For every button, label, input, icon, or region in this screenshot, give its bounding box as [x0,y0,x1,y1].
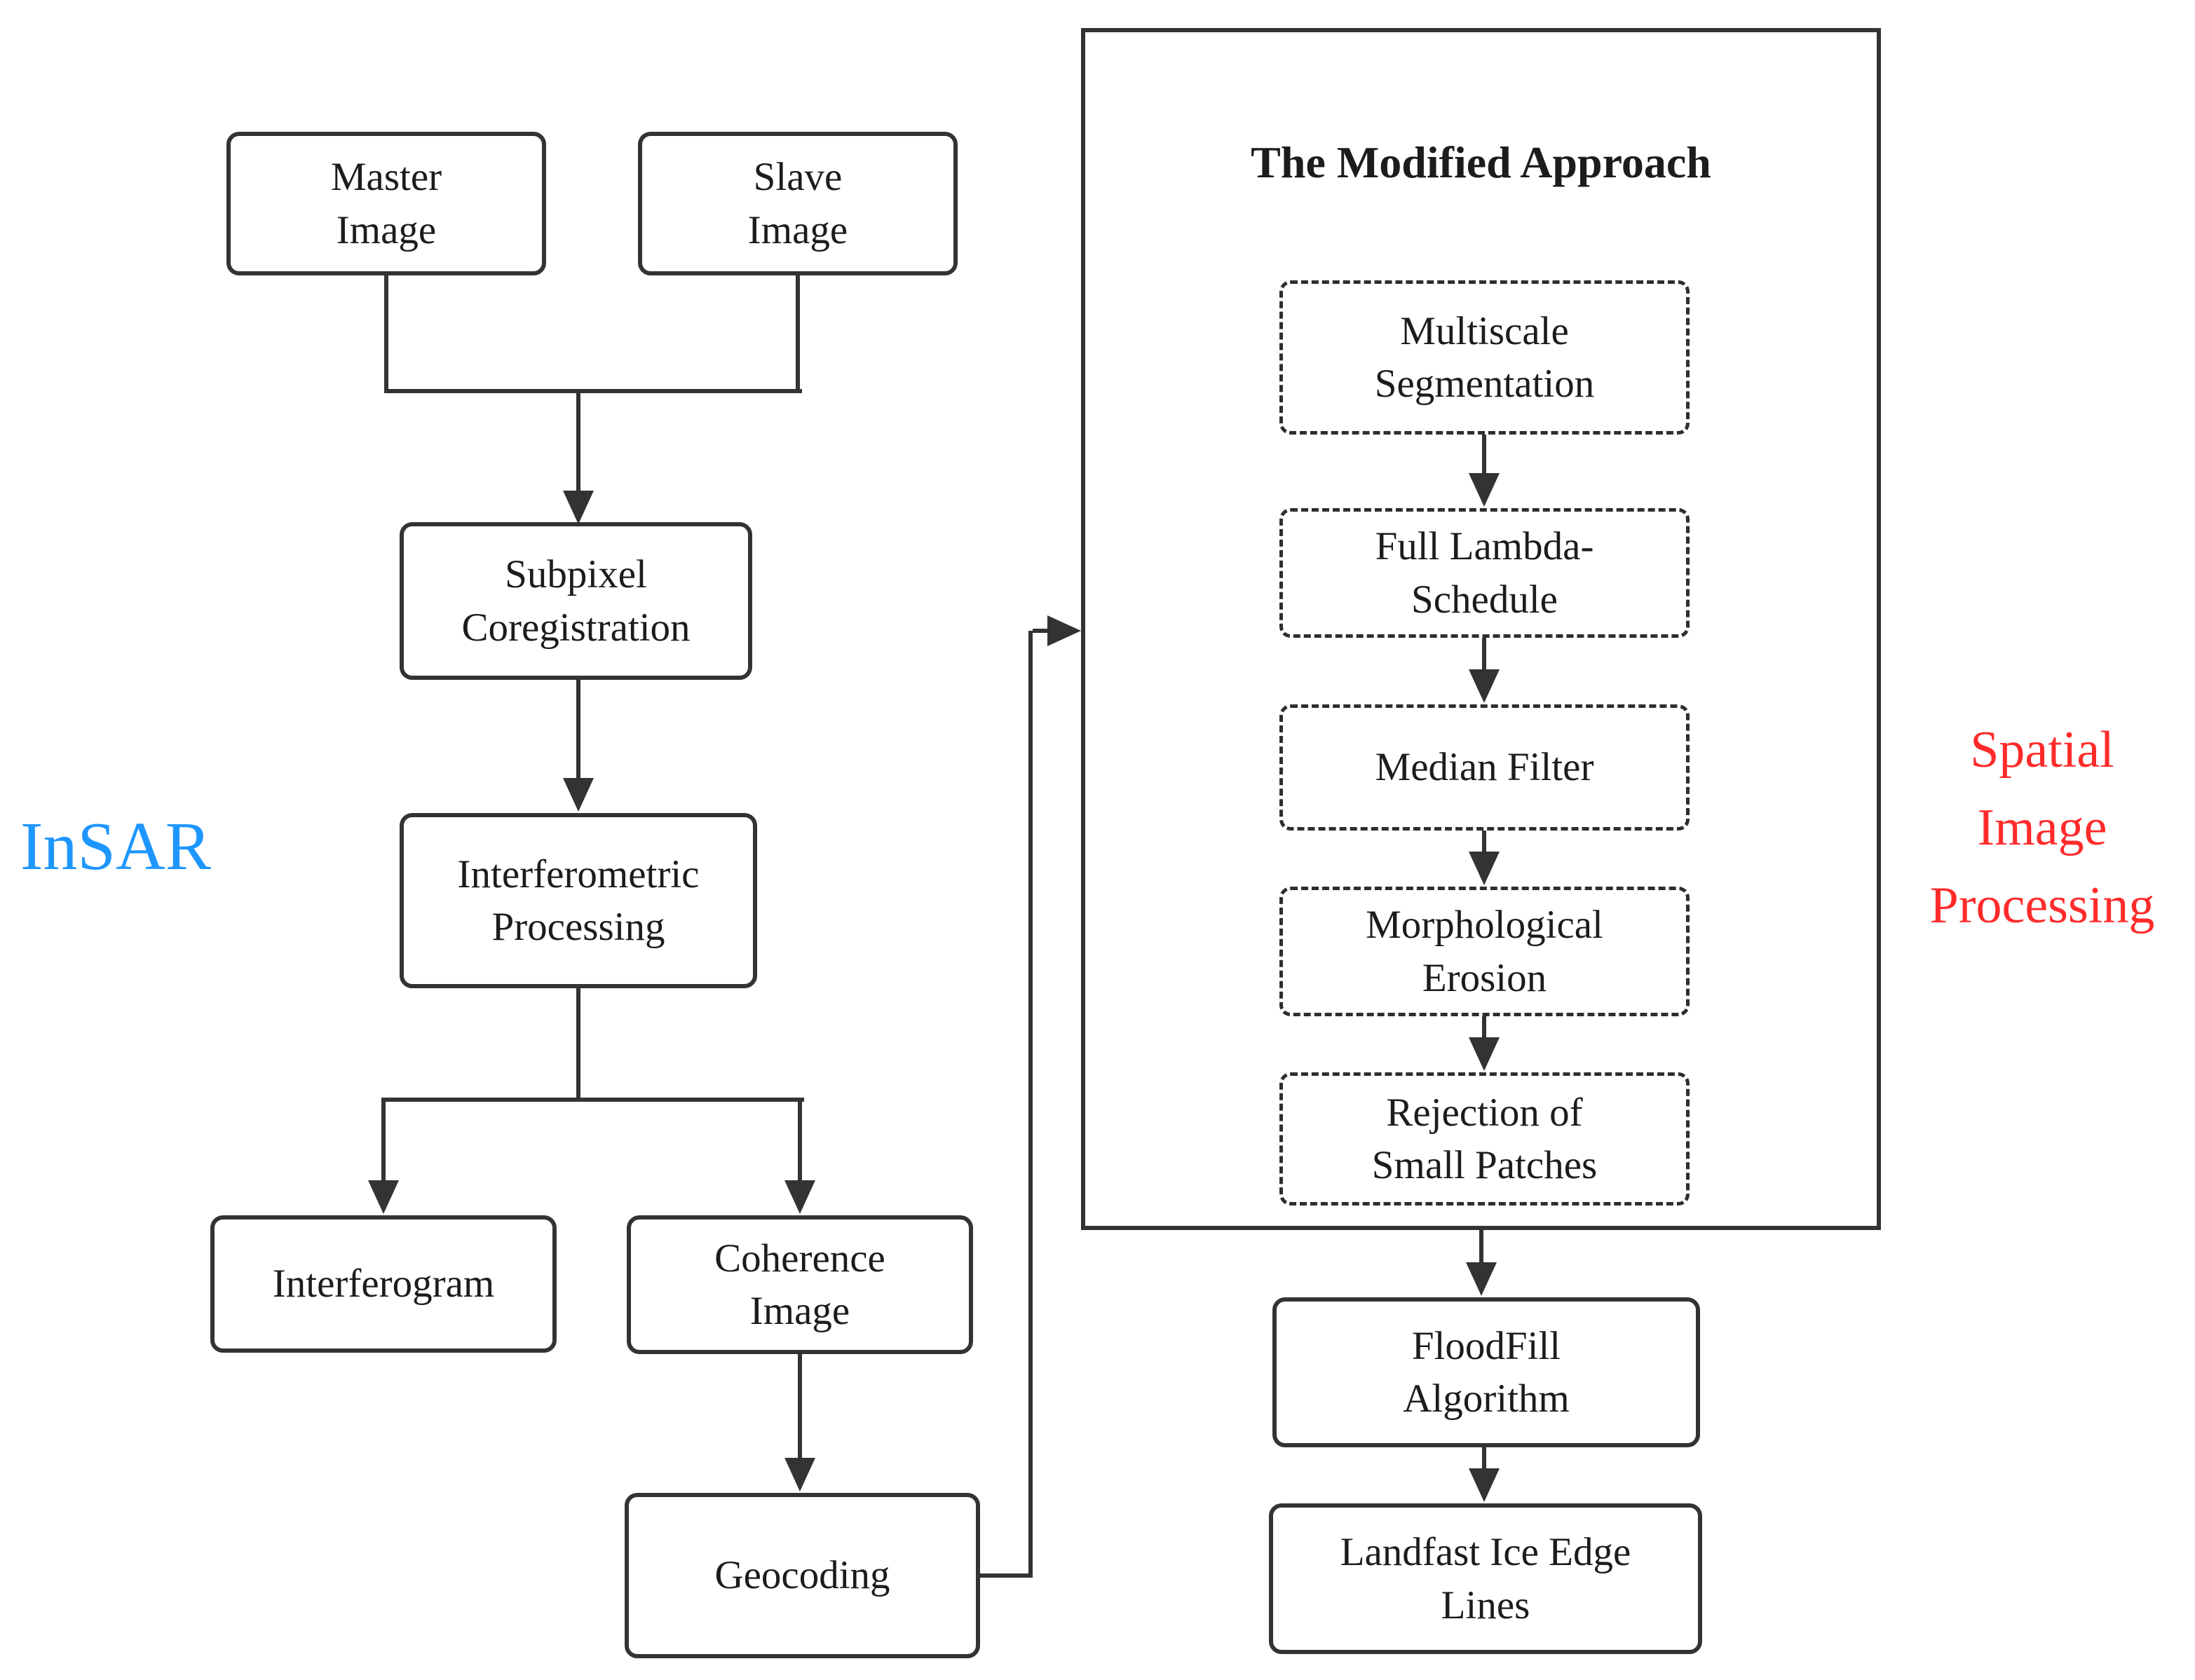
node-full-lambda-schedule: Full Lambda- Schedule [1279,508,1690,638]
node-label: Interferometric [457,852,700,896]
arrowhead-down-icon [1469,473,1500,507]
connector-interferogram-stem [381,1102,386,1182]
connector-floodfill-landfast [1482,1447,1486,1471]
node-label: Landfast Ice Edge [1340,1530,1631,1575]
node-landfast-ice-edge-lines: Landfast Ice Edge Lines [1269,1503,1702,1654]
node-label: Multiscale [1400,308,1569,353]
connector-median-morphological [1482,831,1486,854]
node-label: Processing [491,905,665,949]
spatial-label-line: Image [1977,799,2107,856]
insar-label: InSAR [20,809,212,885]
connector-coherence-stem [798,1102,802,1182]
node-label: Slave [753,155,843,200]
connector-lambda-median [1482,638,1486,672]
connector-geocoding-right [980,1573,1033,1578]
arrowhead-down-icon [1469,1037,1500,1071]
node-label: Morphological [1366,903,1603,948]
arrowhead-down-icon [1469,1468,1500,1502]
arrowhead-right-icon [1047,615,1081,646]
connector-multiscale-lambda [1482,435,1486,474]
panel-title: The Modified Approach [1251,137,1711,187]
connector-elbow-horizontal [1033,629,1051,633]
node-master-image: Master Image [226,132,546,275]
node-label: Rejection of [1386,1090,1583,1135]
connector-panel-floodfill [1479,1230,1483,1265]
spatial-label-line: Spatial [1970,721,2114,779]
arrowhead-down-icon [784,1458,815,1491]
node-label: Small Patches [1371,1143,1598,1187]
node-rejection-small-patches: Rejection of Small Patches [1279,1072,1690,1206]
connector-morphological-rejection [1482,1016,1486,1040]
node-label: Full Lambda- [1375,524,1594,569]
node-label: Image [747,207,848,252]
node-label: Segmentation [1374,362,1595,406]
connector-subpixel-interferometric [576,680,580,779]
arrowhead-down-icon [368,1180,399,1214]
node-subpixel-coregistration: Subpixel Coregistration [400,522,752,680]
node-morphological-erosion: Morphological Erosion [1279,887,1690,1016]
connector-merge-horizontal [384,389,802,393]
arrowhead-down-icon [1469,669,1500,703]
node-label: Master [330,155,442,200]
node-geocoding: Geocoding [625,1493,980,1658]
node-label: Interferogram [272,1262,495,1306]
node-median-filter: Median Filter [1279,704,1690,831]
connector-interferometric-down [576,988,580,1102]
node-floodfill-algorithm: FloodFill Algorithm [1272,1297,1700,1447]
spatial-label-line: Processing [1929,877,2155,934]
node-multiscale-segmentation: Multiscale Segmentation [1279,280,1690,435]
node-label: Median Filter [1375,745,1594,790]
node-label: Algorithm [1403,1377,1570,1421]
node-coherence-image: Coherence Image [627,1215,973,1354]
connector-master-down [384,275,388,393]
connector-slave-down [796,275,800,393]
arrowhead-down-icon [784,1180,815,1214]
node-label: Image [336,207,437,252]
arrowhead-down-icon [563,491,594,524]
node-label: Coherence [714,1236,885,1281]
arrowhead-down-icon [563,778,594,812]
node-interferogram: Interferogram [210,1215,557,1353]
node-label: Image [749,1289,850,1333]
connector-split-horizontal [381,1098,804,1102]
arrowhead-down-icon [1469,852,1500,885]
connector-merge-stem [576,389,580,492]
node-label: Geocoding [714,1553,890,1598]
node-slave-image: Slave Image [638,132,958,275]
node-label: Subpixel [505,552,647,597]
node-label: Schedule [1411,577,1558,622]
node-label: Coregistration [461,605,691,650]
arrowhead-down-icon [1466,1262,1497,1296]
connector-elbow-vertical [1028,631,1033,1578]
spatial-image-processing-label: Spatial Image Processing [1889,711,2195,945]
node-interferometric-processing: Interferometric Processing [400,813,757,988]
node-label: FloodFill [1411,1323,1561,1368]
node-label: Lines [1441,1583,1530,1627]
connector-coherence-geocoding [798,1354,802,1459]
node-label: Erosion [1422,955,1547,1000]
